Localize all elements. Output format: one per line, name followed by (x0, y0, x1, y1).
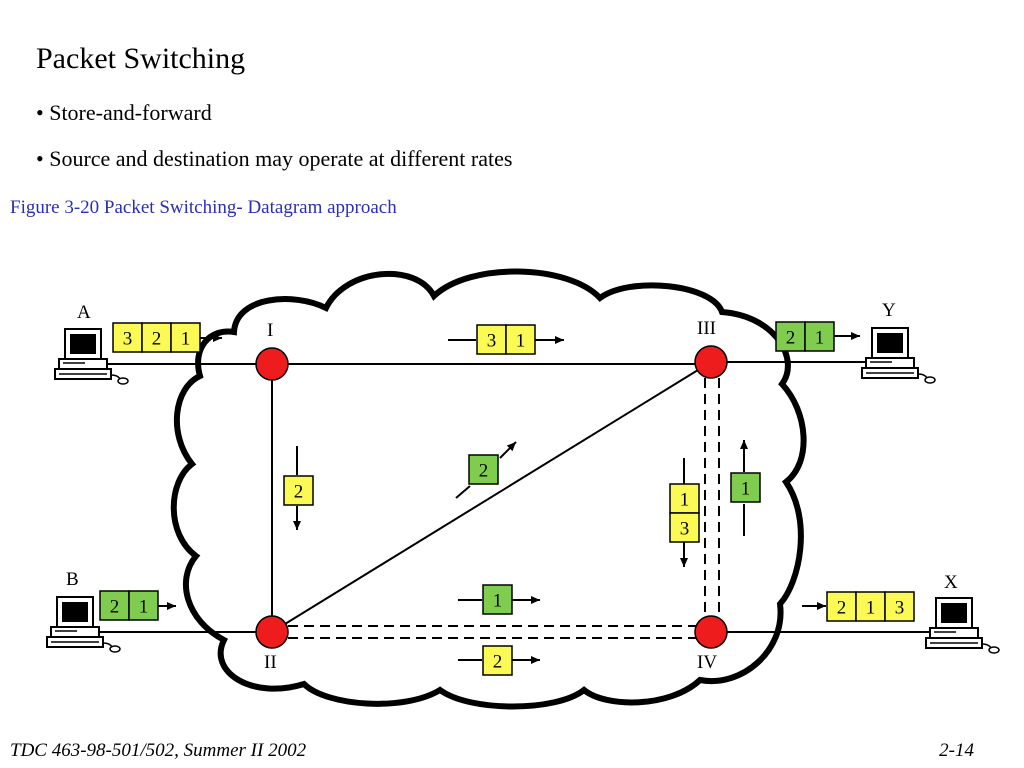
page-number: 2-14 (939, 740, 974, 761)
packet-number: 1 (866, 598, 876, 619)
packet-box (482, 645, 513, 676)
host-y-label: Y (882, 300, 896, 321)
queue-node-ii-to-iv-upper: 1 (482, 584, 513, 615)
packet-box (283, 475, 314, 506)
packet-box (170, 322, 201, 353)
course-footer: TDC 463-98-501/502, Summer II 2002 (10, 740, 307, 761)
arrow-tail-ii-iii (455, 485, 471, 499)
slide-title: Packet Switching (36, 42, 246, 75)
node-i (255, 347, 289, 381)
node-iii-label: III (697, 318, 716, 339)
node-iv-label: IV (697, 652, 717, 673)
packet-number: 1 (815, 328, 825, 349)
node-ii (255, 615, 289, 649)
figure-caption: Figure 3-20 Packet Switching- Datagram a… (10, 197, 397, 218)
queue-node-iii-to-iv: 13 (669, 483, 700, 543)
queue-node-ii-to-iii: 2 (468, 454, 499, 485)
host-x-computer-icon (925, 597, 1000, 654)
packet-number: 3 (487, 331, 497, 352)
bullet-store-and-forward: • Store-and-forward (36, 100, 212, 125)
packet-number: 1 (680, 490, 690, 511)
packet-number: 2 (294, 482, 304, 503)
packet-box (141, 322, 172, 353)
queue-node-iv-to-iii: 1 (730, 472, 761, 503)
node-ii-label: II (264, 652, 277, 673)
packet-box (730, 472, 761, 503)
node-i-label: I (267, 320, 273, 341)
node-iv (694, 615, 728, 649)
arrow-ii-to-iii (499, 441, 517, 459)
packet-number: 2 (837, 598, 847, 619)
queue-node-ii-to-iv-lower: 2 (482, 645, 513, 676)
host-b-label: B (66, 569, 79, 590)
packet-number: 2 (479, 461, 489, 482)
packet-box (476, 324, 507, 355)
packet-number: 2 (493, 652, 503, 673)
link-node-ii-node-iii (271, 361, 712, 633)
packet-box (505, 324, 536, 355)
packet-box (669, 512, 700, 543)
packet-number: 3 (895, 598, 905, 619)
packet-number: 3 (123, 329, 133, 350)
packet-number: 2 (110, 597, 120, 618)
packet-number: 1 (139, 597, 149, 618)
host-x-label: X (944, 572, 958, 593)
packet-box (468, 454, 499, 485)
host-y-computer-icon (861, 327, 936, 384)
packet-box (669, 483, 700, 514)
host-a-label: A (77, 302, 91, 323)
packet-box (804, 321, 835, 352)
node-iii (694, 345, 728, 379)
bullet-different-rates: • Source and destination may operate at … (36, 146, 513, 171)
packet-number: 1 (516, 331, 526, 352)
packet-box (775, 321, 806, 352)
network-cloud (170, 268, 807, 710)
packet-box (99, 590, 130, 621)
packet-number: 2 (786, 328, 796, 349)
packet-box (128, 590, 159, 621)
packet-box (482, 584, 513, 615)
packet-number: 1 (741, 479, 751, 500)
packet-number: 2 (152, 329, 162, 350)
packet-number: 1 (181, 329, 191, 350)
packet-number: 1 (493, 591, 503, 612)
packet-number: 3 (680, 519, 690, 540)
packet-box (884, 591, 915, 622)
packet-box (112, 322, 143, 353)
queue-node-i-to-ii: 2 (283, 475, 314, 506)
